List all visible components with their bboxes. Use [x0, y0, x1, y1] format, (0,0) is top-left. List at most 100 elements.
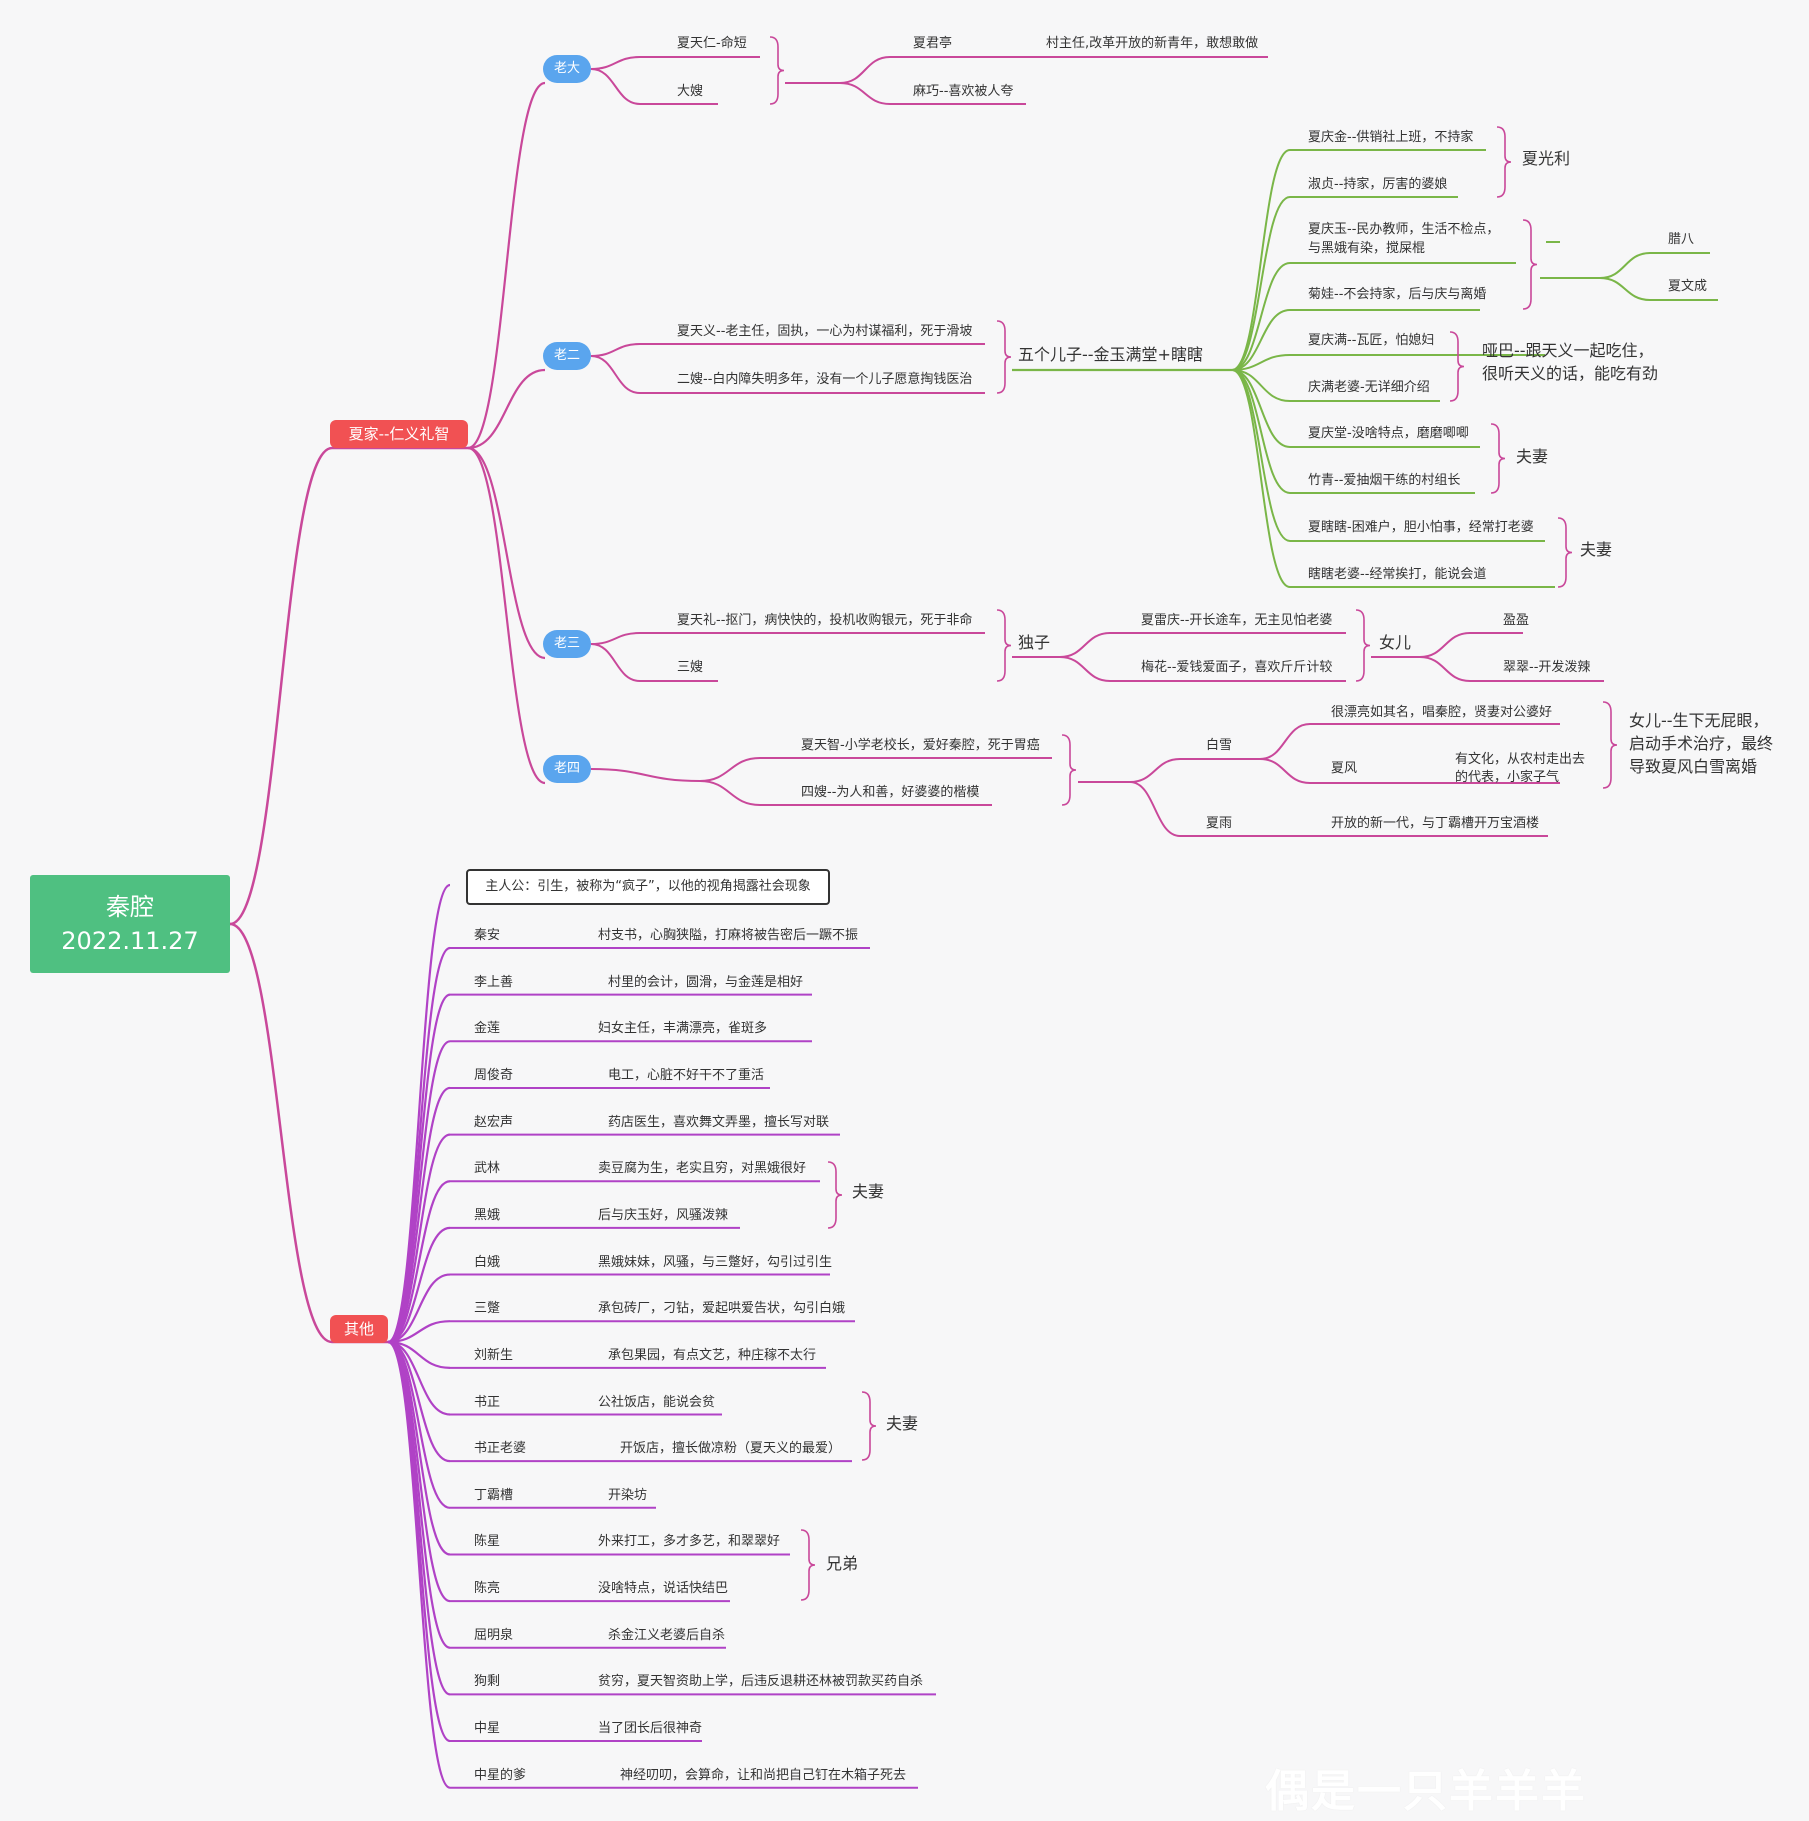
pair-label-brothers[interactable]: 兄弟 — [826, 1554, 859, 1573]
other-name[interactable]: 中星 — [474, 1721, 501, 1737]
lao4-child1-desc[interactable]: 很漂亮如其名，唱秦腔，贤妻对公婆好 — [1331, 705, 1553, 720]
g2-child2[interactable]: 夏文成 — [1668, 279, 1708, 294]
g2-child1[interactable]: 腊八 — [1668, 232, 1695, 247]
other-name[interactable]: 狗剩 — [474, 1674, 501, 1690]
lao1-spouse1[interactable]: 夏天仁-命短 — [677, 36, 747, 51]
other-name[interactable]: 秦安 — [474, 928, 501, 943]
g3-label-line2[interactable]: 很听天义的话，能吃有劲 — [1482, 364, 1659, 383]
lao4-note-line3[interactable]: 导致夏风白雪离婚 — [1629, 757, 1758, 776]
other-name[interactable]: 金莲 — [474, 1021, 501, 1037]
lao1-child[interactable]: 夏君亭 — [913, 36, 953, 51]
other-name[interactable]: 刘新生 — [474, 1347, 514, 1363]
lao4-child2-desc[interactable]: 开放的新一代，与丁霸槽开万宝酒楼 — [1331, 816, 1540, 831]
g1-son[interactable]: 夏庆金--供销社上班，不持家 — [1308, 130, 1474, 145]
other-desc[interactable]: 外来打工，多才多艺，和翠翠好 — [598, 1534, 781, 1550]
other-desc[interactable]: 当了团长后很神奇 — [598, 1721, 703, 1737]
lao3-child[interactable]: 独子 — [1018, 633, 1051, 652]
pair-label-wulin-heie[interactable]: 夫妻 — [852, 1182, 885, 1201]
lao2-sons[interactable]: 五个儿子--金玉满堂+瞎瞎 — [1018, 345, 1203, 364]
lao3-child-a[interactable]: 夏雷庆--开长途车，无主见怕老婆 — [1141, 613, 1333, 628]
lao3-spouse2[interactable]: 三嫂 — [677, 660, 704, 675]
other-desc[interactable]: 开染坊 — [608, 1487, 648, 1503]
other-desc[interactable]: 杀金江义老婆后自杀 — [608, 1627, 726, 1643]
other-name[interactable]: 赵宏声 — [474, 1114, 514, 1130]
other-desc[interactable]: 电工，心脏不好干不了重活 — [608, 1067, 765, 1083]
other-name[interactable]: 武林 — [474, 1161, 501, 1177]
other-name[interactable]: 周俊奇 — [474, 1067, 514, 1083]
node-lao1[interactable]: 老大 — [543, 55, 591, 83]
lao1-child-desc[interactable]: 村主任,改革开放的新青年，敢想敢做 — [1046, 36, 1259, 51]
other-name[interactable]: 三蹩 — [474, 1301, 501, 1317]
g2-wife[interactable]: 菊娃--不会持家，后与庆与离婚 — [1308, 287, 1487, 302]
connector — [387, 1340, 451, 1696]
node-lao4[interactable]: 老四 — [543, 755, 591, 783]
other-name[interactable]: 陈星 — [474, 1534, 501, 1550]
other-name[interactable]: 白娥 — [474, 1254, 501, 1270]
g5-son[interactable]: 夏瞎瞎-困难户，胆小怕事，经常打老婆 — [1308, 520, 1534, 535]
other-name[interactable]: 陈亮 — [474, 1581, 501, 1597]
lao3-daughter1[interactable]: 盈盈 — [1503, 613, 1530, 628]
lao4-child2[interactable]: 夏雨 — [1206, 816, 1233, 831]
other-desc[interactable]: 村支书，心胸狭隘，打麻将被告密后一蹶不振 — [598, 928, 859, 943]
other-desc[interactable]: 公社饭店，能说会贫 — [598, 1394, 716, 1410]
lao4-spouse2[interactable]: 四嫂--为人和善，好婆婆的楷模 — [801, 785, 980, 800]
lao1-spouse2[interactable]: 大嫂 — [677, 84, 704, 99]
other-desc[interactable]: 承包果园，有点文艺，种庄稼不太行 — [608, 1347, 817, 1363]
lao4-child1-husband[interactable]: 夏风 — [1331, 761, 1358, 776]
other-desc[interactable]: 没啥特点，说话快结巴 — [598, 1581, 729, 1597]
other-name[interactable]: 丁霸槽 — [474, 1487, 514, 1503]
lao4-spouse1[interactable]: 夏天智-小学老校长，爱好秦腔，死于胃癌 — [801, 738, 1040, 753]
g1-label[interactable]: 夏光利 — [1522, 149, 1571, 168]
lao4-husband-desc-line2[interactable]: 的代表，小家子气 — [1455, 770, 1560, 785]
other-desc[interactable]: 开饭店，擅长做凉粉（夏天义的最爱） — [620, 1441, 842, 1457]
g4-son[interactable]: 夏庆堂-没啥特点，磨磨唧唧 — [1308, 426, 1469, 441]
other-desc[interactable]: 村里的会计，圆滑，与金莲是相好 — [608, 974, 804, 990]
root-node[interactable]: 秦腔 2022.11.27 — [30, 875, 230, 973]
g2-son-line1[interactable]: 夏庆玉--民办教师，生活不检点， — [1308, 222, 1500, 237]
connector — [1231, 262, 1291, 371]
other-desc[interactable]: 妇女主任，丰满漂亮，雀斑多 — [598, 1021, 768, 1037]
g2-son-line2[interactable]: 与黑娥有染，搅屎棍 — [1308, 241, 1426, 256]
connector — [590, 68, 641, 105]
lao2-spouse2[interactable]: 二嫂--白内障失明多年，没有一个儿子愿意掏钱医治 — [677, 372, 973, 387]
connector — [387, 1226, 451, 1344]
other-desc[interactable]: 后与庆玉好，风骚泼辣 — [598, 1207, 729, 1223]
node-lao3[interactable]: 老三 — [543, 630, 591, 658]
other-desc[interactable]: 承包砖厂，刁钻，爱起哄爱告状，勾引白娥 — [598, 1301, 846, 1317]
g5-label[interactable]: 夫妻 — [1580, 540, 1613, 559]
lao4-husband-desc-line1[interactable]: 有文化，从农村走出去 — [1455, 752, 1586, 767]
lao3-child-b[interactable]: 梅花--爱钱爱面子，喜欢斤斤计较 — [1141, 660, 1333, 675]
other-name[interactable]: 中星的爹 — [474, 1767, 527, 1783]
branch-xia-family[interactable]: 夏家--仁义礼智 — [330, 420, 468, 448]
lao2-spouse1[interactable]: 夏天义--老主任，固执，一心为村谋福利，死于滑坡 — [677, 324, 973, 339]
g3-label-line1[interactable]: 哑巴--跟天义一起吃住， — [1482, 341, 1654, 360]
protagonist-box[interactable]: 主人公：引生，被称为“疯子”，以他的视角揭露社会现象 — [466, 869, 830, 905]
lao3-spouse1[interactable]: 夏天礼--抠门，病快快的，投机收购银元，死于非命 — [677, 613, 973, 628]
other-desc[interactable]: 黑娥妹妹，风骚，与三蹩好，勾引过引生 — [598, 1254, 833, 1270]
other-name[interactable]: 书正老婆 — [474, 1441, 527, 1457]
lao3-daughters[interactable]: 女儿 — [1379, 633, 1412, 652]
other-desc[interactable]: 药店医生，喜欢舞文弄墨，擅长写对联 — [608, 1114, 830, 1130]
g3-wife[interactable]: 庆满老婆-无详细介绍 — [1308, 380, 1430, 395]
pair-label-shuzheng[interactable]: 夫妻 — [886, 1414, 919, 1433]
g3-son[interactable]: 夏庆满--瓦匠，怕媳妇 — [1308, 333, 1435, 348]
other-desc[interactable]: 神经叨叨，会算命，让和尚把自己钉在木箱子死去 — [620, 1767, 907, 1783]
node-lao2[interactable]: 老二 — [543, 342, 591, 370]
other-desc[interactable]: 卖豆腐为生，老实且穷，对黑娥很好 — [598, 1161, 807, 1177]
g5-wife[interactable]: 瞎瞎老婆--经常挨打，能说会道 — [1308, 567, 1487, 582]
other-name[interactable]: 黑娥 — [474, 1207, 501, 1223]
lao4-child1[interactable]: 白雪 — [1206, 738, 1233, 753]
g4-label[interactable]: 夫妻 — [1516, 447, 1549, 466]
other-name[interactable]: 屈明泉 — [474, 1627, 514, 1643]
other-name[interactable]: 李上善 — [474, 974, 514, 990]
g4-wife[interactable]: 竹青--爱抽烟干练的村组长 — [1308, 473, 1461, 488]
lao1-child-wife[interactable]: 麻巧--喜欢被人夸 — [913, 84, 1014, 99]
other-name[interactable]: 书正 — [474, 1394, 501, 1410]
lao3-daughter2[interactable]: 翠翠--开发泼辣 — [1503, 660, 1591, 675]
branch-other[interactable]: 其他 — [330, 1315, 388, 1343]
other-desc[interactable]: 贫穷，夏天智资助上学，后违反退耕还林被罚款买药自杀 — [598, 1674, 924, 1690]
g1-wife[interactable]: 淑贞--持家，厉害的婆娘 — [1308, 177, 1448, 192]
lao4-note-line1[interactable]: 女儿--生下无屁眼， — [1629, 711, 1769, 730]
lao4-note-line2[interactable]: 启动手术治疗，最终 — [1629, 734, 1774, 753]
